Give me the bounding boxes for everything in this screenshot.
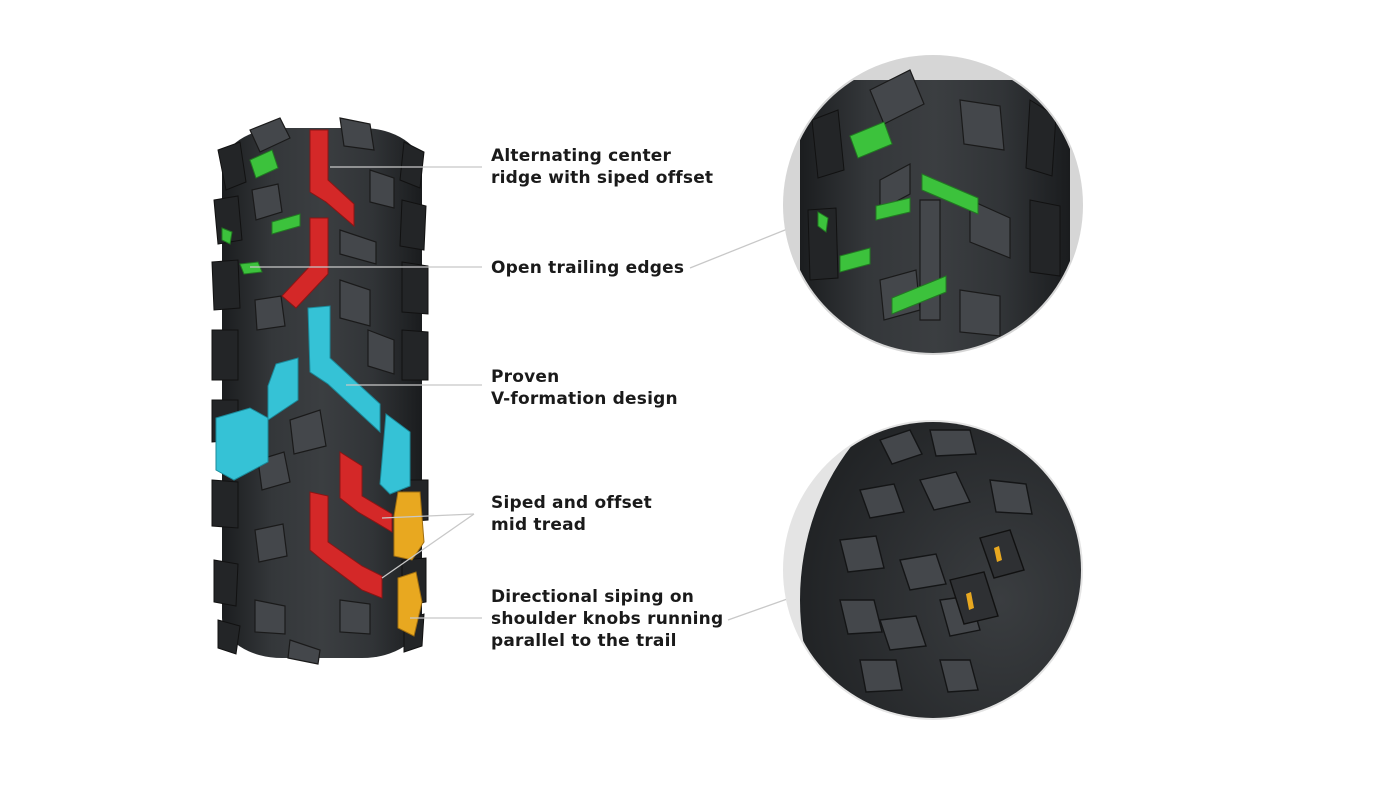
callout-trailing-edges: Open trailing edges: [491, 257, 684, 279]
cyan-left-wing-2: [215, 407, 269, 481]
green-edge-3: [221, 227, 233, 245]
callout-line: parallel to the trail: [491, 631, 677, 651]
cyan-right-wing: [379, 413, 411, 495]
callout-line: Open trailing edges: [491, 258, 685, 278]
red-knob-2: [281, 217, 329, 309]
red-knob-3: [339, 451, 393, 533]
orange-knob-1: [393, 491, 425, 561]
callout-line: V-formation design: [491, 389, 678, 409]
callout-line: Proven: [491, 367, 560, 387]
callout-directional-siping: Directional siping on shoulder knobs run…: [491, 586, 723, 652]
callout-center-ridge: Alternating center ridge with siped offs…: [491, 145, 713, 189]
red-knob-1: [309, 129, 355, 228]
orange-knob-2: [397, 571, 423, 637]
green-edge-2: [271, 213, 301, 235]
red-knob-4: [309, 491, 383, 599]
callout-line: mid tread: [491, 515, 587, 535]
callout-v-formation: Proven V-formation design: [491, 366, 678, 410]
zoom-directional-siping: [783, 420, 1083, 720]
cyan-left-wing: [267, 357, 299, 421]
callout-line: ridge with siped offset: [491, 168, 714, 188]
callout-mid-tread: Siped and offset mid tread: [491, 492, 652, 536]
tire-front-view: [211, 117, 429, 665]
leader-lines: [250, 166, 791, 621]
callout-line: Siped and offset: [491, 493, 652, 513]
callout-line: shoulder knobs running: [491, 609, 724, 629]
cyan-center-v: [307, 305, 381, 434]
callout-line: Alternating center: [491, 146, 672, 166]
green-edge-4: [239, 261, 263, 275]
zoom-trailing-edges: [783, 55, 1083, 355]
callout-line: Directional siping on: [491, 587, 694, 607]
green-edge-1: [249, 149, 279, 179]
